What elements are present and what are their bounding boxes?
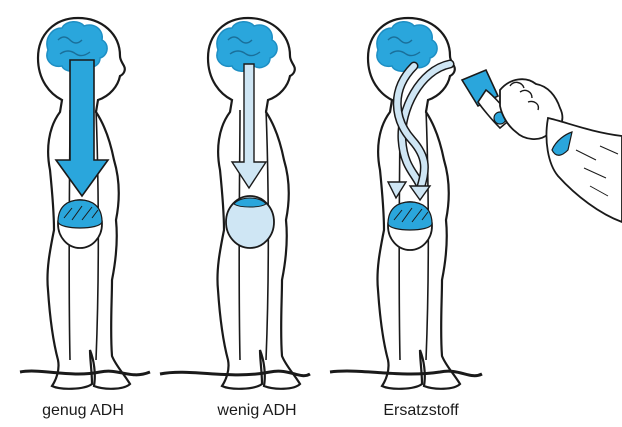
hand-icon [500, 79, 622, 222]
figure-ersatzstoff [330, 18, 482, 389]
bladder-icon [226, 196, 274, 248]
caption-ersatzstoff: Ersatzstoff [356, 400, 486, 422]
bladder-icon [388, 202, 432, 250]
figure-wenig-adh [160, 18, 310, 389]
caption-genug-adh: genug ADH [18, 400, 148, 422]
brain-icon [377, 22, 437, 72]
bladder-icon [58, 200, 102, 248]
caption-wenig-adh: wenig ADH [192, 400, 322, 422]
figure-genug-adh [20, 18, 150, 389]
